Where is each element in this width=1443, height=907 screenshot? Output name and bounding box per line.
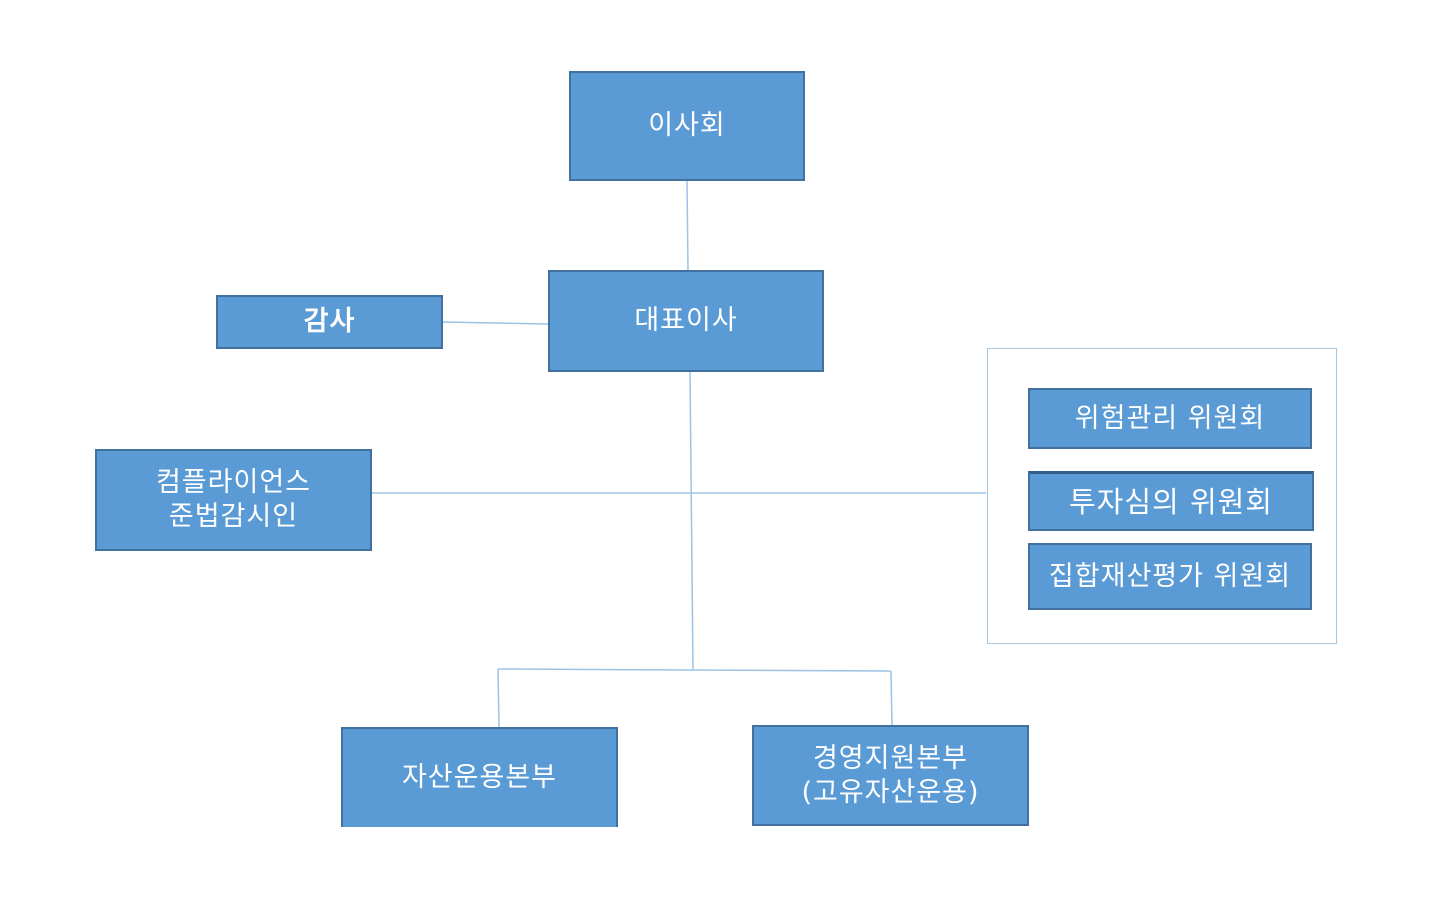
asset-management-division-label: 자산운용본부 xyxy=(401,762,558,793)
connector-branch-asset-mgmt xyxy=(497,668,500,729)
compliance-officer-label: 준법감시인 xyxy=(168,501,299,532)
ceo-label: 대표이사 xyxy=(634,305,738,336)
audit-box[interactable]: 감사 xyxy=(216,295,443,349)
compliance-label: 컴플라이언스 xyxy=(155,467,312,498)
connector-board-ceo xyxy=(686,180,689,272)
connector-ceo-trunk xyxy=(689,371,694,670)
ceo-box[interactable]: 대표이사 xyxy=(548,270,824,372)
connector-branch-horizontal xyxy=(497,668,892,672)
committee-group-frame xyxy=(987,348,1337,644)
proprietary-asset-management-label: (고유자산운용) xyxy=(801,776,980,808)
risk-committee-box[interactable]: 위험관리 위원회 xyxy=(1028,388,1312,449)
asset-management-division-box[interactable]: 자산운용본부 xyxy=(341,727,618,827)
board-of-directors-label: 이사회 xyxy=(648,110,726,141)
investment-committee-label: 투자심의 위원회 xyxy=(1069,484,1273,519)
risk-committee-label: 위험관리 위원회 xyxy=(1074,402,1266,434)
valuation-committee-box[interactable]: 집합재산평가 위원회 xyxy=(1028,543,1312,610)
valuation-committee-label: 집합재산평가 위원회 xyxy=(1048,560,1292,592)
connector-audit-ceo xyxy=(441,321,549,325)
audit-label: 감사 xyxy=(303,306,356,337)
connector-branch-mgmt-support xyxy=(890,670,893,727)
compliance-officer-box[interactable]: 컴플라이언스 준법감시인 xyxy=(95,449,372,551)
management-support-division-label: 경영지원본부 xyxy=(812,742,969,774)
investment-committee-box[interactable]: 투자심의 위원회 xyxy=(1028,471,1314,531)
board-of-directors-box[interactable]: 이사회 xyxy=(569,71,805,181)
management-support-division-box[interactable]: 경영지원본부 (고유자산운용) xyxy=(752,725,1029,826)
